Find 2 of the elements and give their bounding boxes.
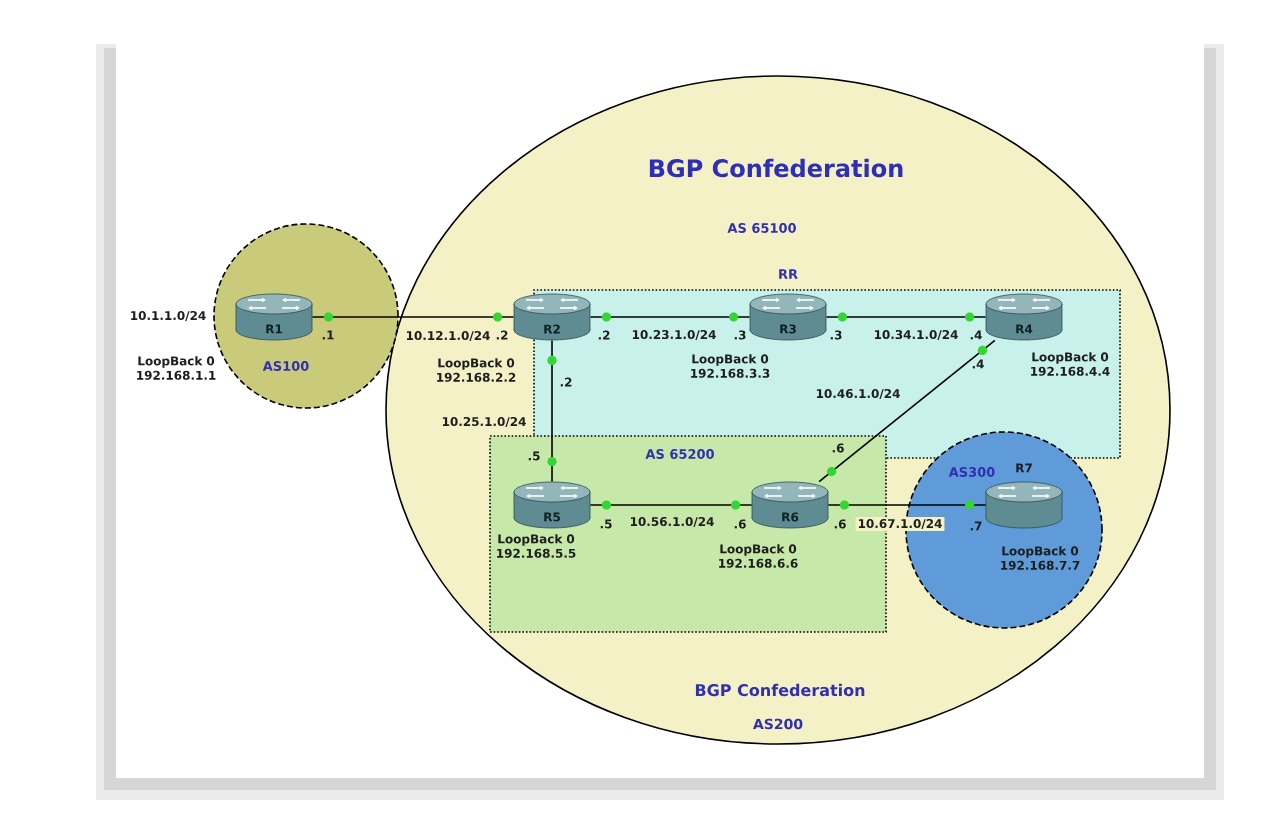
region-label: BGP Confederation bbox=[695, 683, 865, 697]
title: BGP Confederation bbox=[649, 158, 903, 178]
